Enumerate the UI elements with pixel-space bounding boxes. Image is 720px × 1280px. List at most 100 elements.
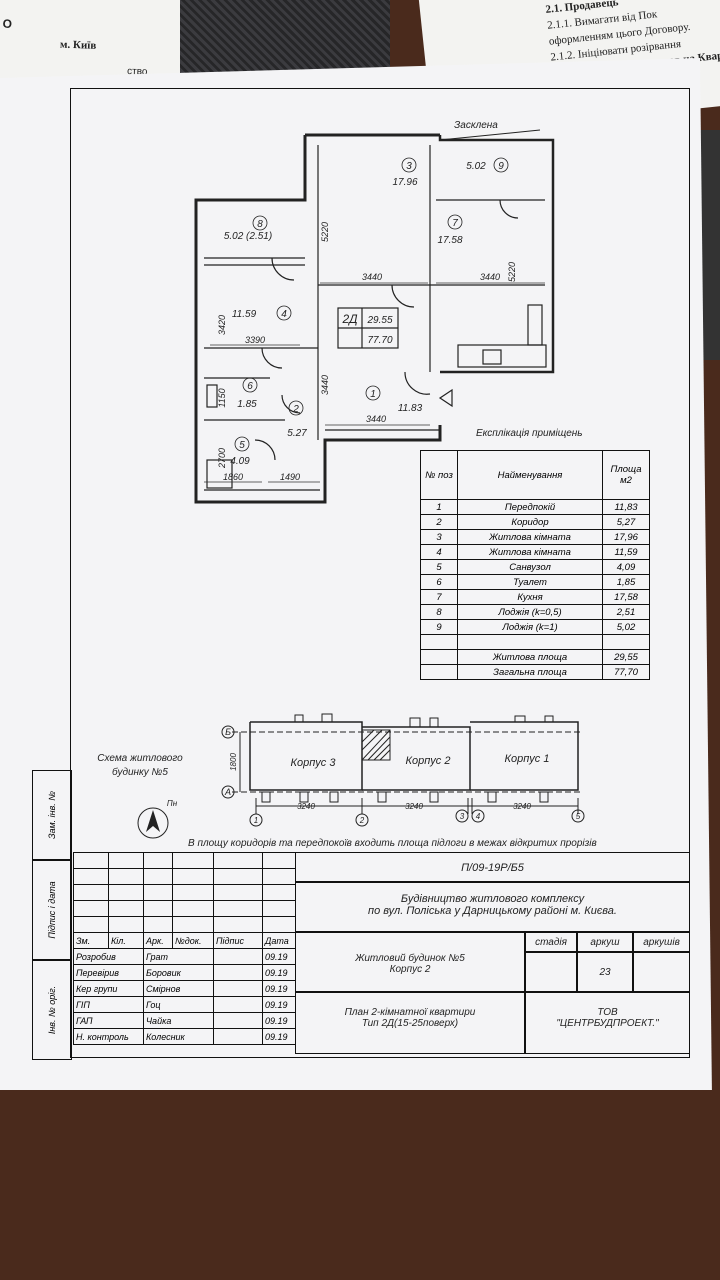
cell: 5,02 [602,619,650,635]
dimension: 3440 [320,375,330,395]
cell: Загальна площа [457,664,603,680]
table-row [73,868,296,885]
room-area: 5.27 [287,428,307,439]
cell: 17,96 [602,529,650,545]
apartment-type: 2Д [341,312,358,326]
sheet-title-line: Тип 2Д(15-25поверх) [361,1018,459,1029]
dimension: 3440 [480,272,500,282]
project-line: по вул. Поліська у Дарницькому районі м.… [368,905,617,917]
company-name: ТОВ "ЦЕНТРБУДПРОЕКТ." [525,992,690,1054]
drawing-frame [70,88,690,1058]
building-scheme: Б А 1800 Корпус 3 Корпус 2 Корпус 1 3240… [137,713,585,839]
cell: №док. [172,932,214,949]
glazed-label: Засклена [454,120,498,131]
scheme-title: Схема житлового будинку №5 [97,753,183,778]
cell [420,664,458,680]
cell: 6 [420,574,458,590]
table-row [73,852,296,869]
explication-title: Експлікація приміщень [476,428,583,439]
sheets-value [633,952,690,992]
title-block: Зм. Кіл. Арк. №док. Підпис Дата Розробив… [73,852,690,1054]
building-title: Житловий будинок №5 Корпус 2 [295,932,525,992]
room-area: 17.96 [392,177,417,188]
room-number: 3 [406,161,412,172]
header-no: № поз [420,450,458,500]
cell: Гоц [143,996,214,1013]
room-number: 4 [281,309,287,320]
building-line: Житловий будинок №5 [355,953,465,964]
signatures-table: Зм. Кіл. Арк. №док. Підпис Дата Розробив… [73,852,296,1045]
room-area: 17.58 [437,235,462,246]
block-label: Корпус 3 [291,757,337,769]
room-number: 7 [452,218,458,229]
cell: 9 [420,619,458,635]
span-dimension: 3240 [513,802,531,811]
cell: 09.19 [262,1028,296,1045]
background-object [700,130,720,360]
cell: Боровик [143,964,214,981]
cell: 17,58 [602,589,650,605]
room-number: 9 [498,161,504,172]
cell: Житлова кімната [457,544,603,560]
cell [457,634,603,650]
table-row [73,916,296,933]
room-area: 5.02 [466,161,486,172]
table-row [73,900,296,917]
drawing-code: П/09-19Р/Б5 [295,852,690,882]
dimension: 3440 [362,272,382,282]
stage-value [525,952,577,992]
cell: Арк. [143,932,173,949]
side-cell: Підпис і дата [32,860,72,960]
table-header: Зм. Кіл. Арк. №док. Підпис Дата [73,932,296,949]
cell: 09.19 [262,996,296,1013]
cell: 11,59 [602,544,650,560]
sheet-title: План 2-кімнатної квартири Тип 2Д(15-25по… [295,992,525,1054]
side-cell: Зам. інв. № [32,770,72,860]
side-cell: Інв. № оріг. [32,960,72,1060]
table-header: № поз Найменування Площа м2 [420,450,650,500]
cell: Передпокій [457,499,603,515]
dimension: 1860 [223,472,243,482]
cell: 2 [420,514,458,530]
room-number: 8 [257,219,263,230]
cell: Колесник [143,1028,214,1045]
room-area: 4.09 [230,456,250,467]
cell: 5 [420,559,458,575]
cell: 8 [420,604,458,620]
project-title: Будівництво житлового комплексу по вул. … [295,882,690,932]
cell: 3 [420,529,458,545]
dimension: 3390 [245,335,265,345]
cell: Житлова площа [457,649,603,665]
cell: 5,27 [602,514,650,530]
project-line: Будівництво житлового комплексу [400,893,585,905]
room-area: 5.02 (2.51) [224,231,272,242]
company-line: "ЦЕНТРБУДПРОЕКТ." [556,1018,659,1029]
table-row [420,634,650,650]
dimension: 1150 [217,388,227,407]
cell: 09.19 [262,980,296,997]
cell: Смірнов [143,980,214,997]
side-label: Підпис і дата [47,881,57,939]
room-number: 6 [247,381,253,392]
company-line: ТОВ [597,1007,618,1018]
cell: Підпис [213,932,263,949]
cell: Житлова кімната [457,529,603,545]
axis-label: 1 [254,816,258,825]
cell: Перевірив [73,964,144,981]
axis-label: 5 [576,812,581,821]
stage-header: стадія [525,932,577,952]
cell: Коридор [457,514,603,530]
side-stamp: Зам. інв. № Підпис і дата Інв. № оріг. [32,770,72,1060]
cell [420,649,458,665]
dimension: 1490 [280,472,300,482]
sheet-number: 23 [577,952,633,992]
cell [602,634,650,650]
